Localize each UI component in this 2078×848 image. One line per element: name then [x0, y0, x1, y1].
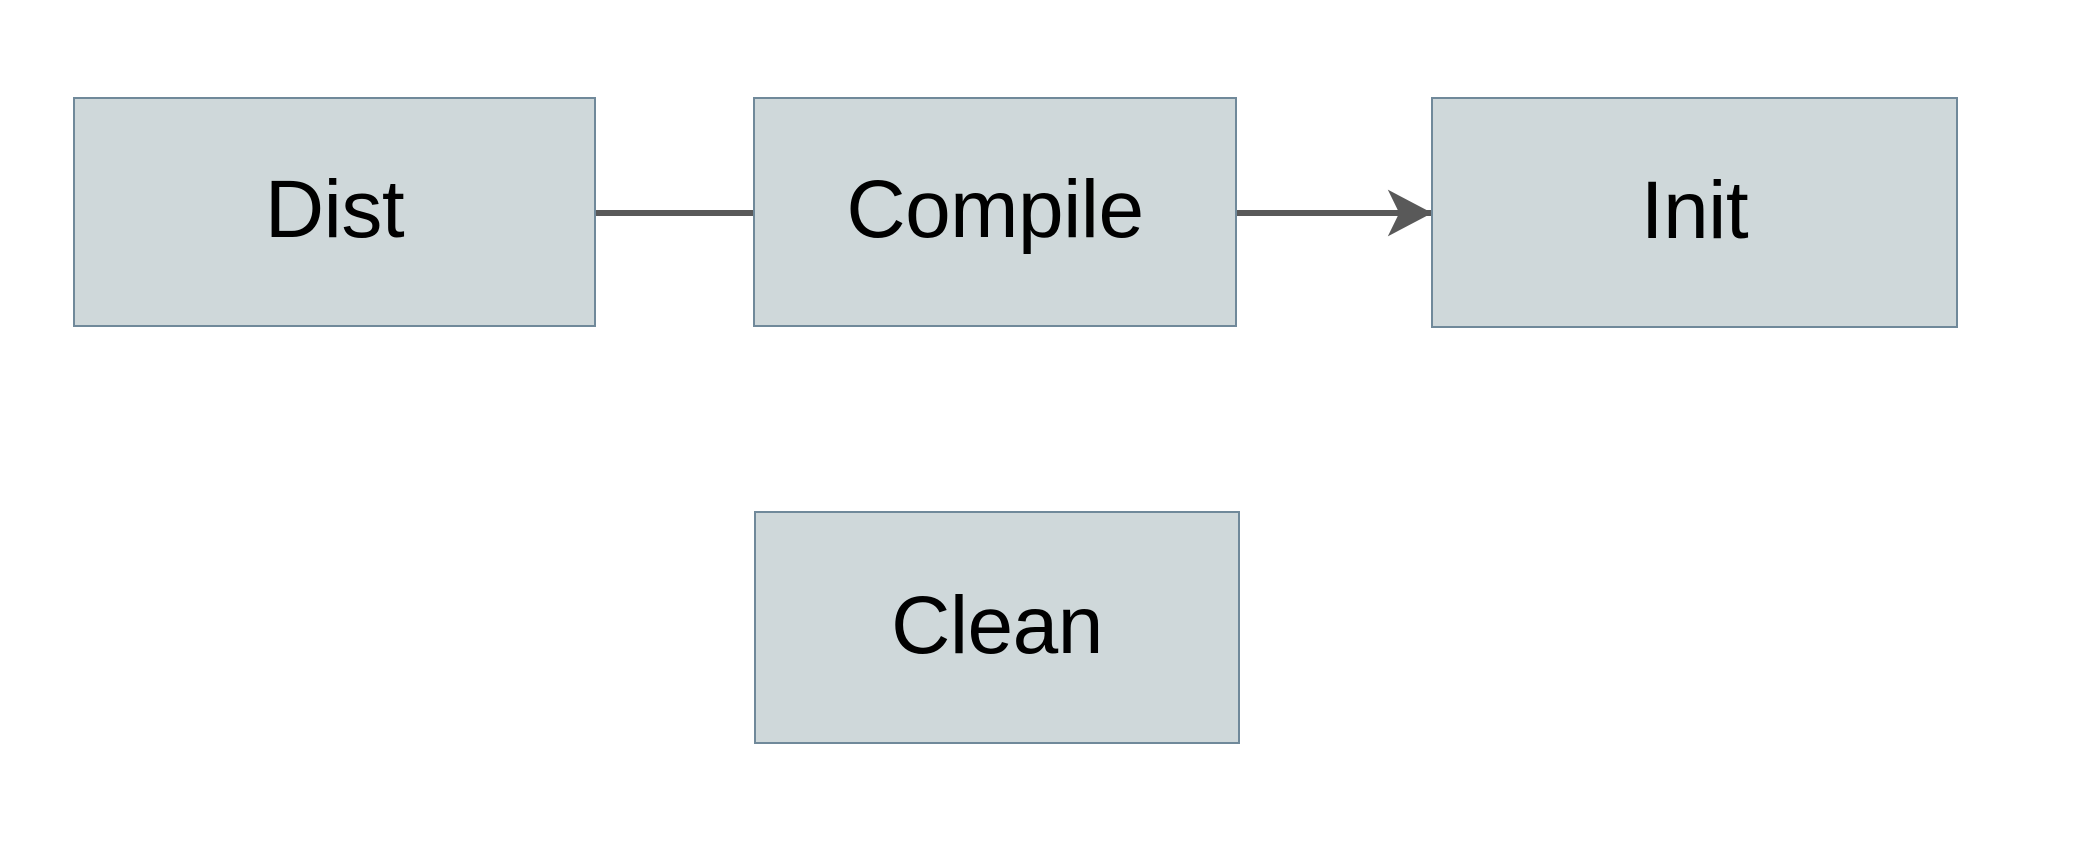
node-dist[interactable]: Dist: [73, 97, 596, 327]
node-label-clean: Clean: [891, 579, 1103, 671]
node-compile[interactable]: Compile: [753, 97, 1237, 327]
node-label-dist: Dist: [264, 164, 405, 255]
node-label-init: Init: [1640, 164, 1749, 256]
node-init[interactable]: Init: [1431, 97, 1958, 328]
node-label-compile: Compile: [846, 164, 1144, 255]
node-clean[interactable]: Clean: [754, 511, 1240, 744]
